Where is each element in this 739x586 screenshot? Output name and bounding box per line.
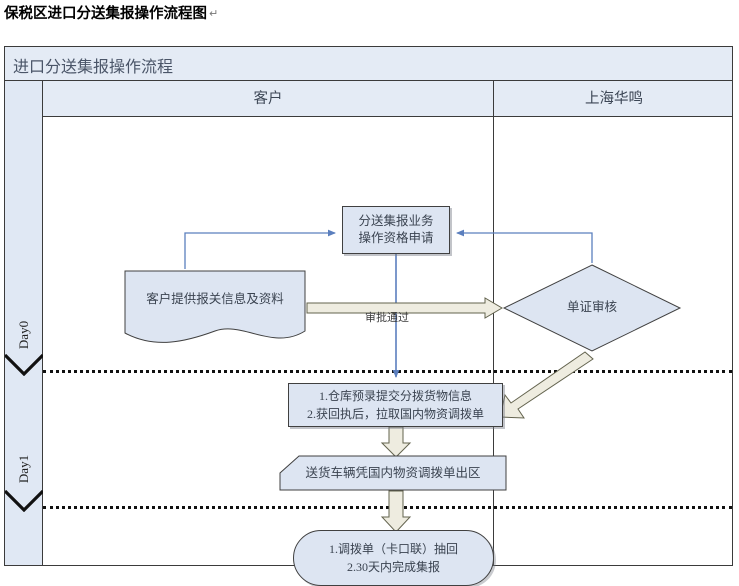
diamond-shape-icon	[502, 264, 682, 352]
day-separator-0	[43, 370, 732, 373]
time-lane-column: Day0 Day1	[5, 81, 43, 565]
cut-corner-shape-icon	[279, 455, 507, 491]
lane-header-customer: 客户	[253, 91, 283, 107]
connector-delivery-to-recall	[380, 490, 412, 533]
lane-divider	[493, 117, 494, 565]
lane-header-huaming: 上海华鸣	[493, 81, 734, 117]
pilcrow-mark: ↵	[209, 8, 219, 20]
chart-title-band: 进口分送集报操作流程	[5, 47, 732, 81]
time-lane-chevron-day0	[5, 354, 43, 376]
node-document-review[interactable]: 单证审核	[502, 263, 682, 353]
edge-label-approved: 审批通过	[365, 312, 409, 324]
node-document-review-label: 单证审核	[566, 300, 617, 314]
node-customer-documents-label: 客户提供报关信息及资料	[146, 292, 284, 306]
page-title-text: 保税区进口分送集报操作流程图	[4, 6, 207, 22]
node-delivery-vehicle[interactable]: 送货车辆凭国内物资调拨单出区	[279, 455, 507, 491]
day-separator-1	[43, 506, 732, 509]
connector-warehouse-to-delivery	[380, 426, 412, 458]
lane-header-row: 客户 上海华鸣	[43, 81, 732, 117]
node-warehouse-preentry[interactable]: 1.仓库预录提交分拨货物信息 2.获回执后，拉取国内物资调拨单	[288, 383, 503, 427]
flowchart-frame: 进口分送集报操作流程 Day0 Day1 客户 上海华鸣	[4, 46, 733, 586]
page-title: 保税区进口分送集报操作流程图↵	[4, 2, 218, 23]
chart-title: 进口分送集报操作流程	[13, 59, 174, 76]
document-shape-icon	[124, 270, 306, 343]
connector-review-to-warehouse	[499, 351, 594, 419]
node-recall-and-report[interactable]: 1.调拨单（卡口联）抽回 2.30天内完成集报	[293, 530, 494, 586]
node-customer-documents[interactable]: 客户提供报关信息及资料	[123, 269, 307, 347]
node-delivery-vehicle-label: 送货车辆凭国内物资调拨单出区	[305, 466, 481, 480]
connector-review-to-qualification	[456, 229, 593, 263]
connector-docs-to-qualification	[184, 229, 336, 269]
node-qualification-application[interactable]: 分送集报业务 操作资格申请	[342, 206, 450, 254]
time-lane-chevron-day1	[5, 490, 43, 512]
